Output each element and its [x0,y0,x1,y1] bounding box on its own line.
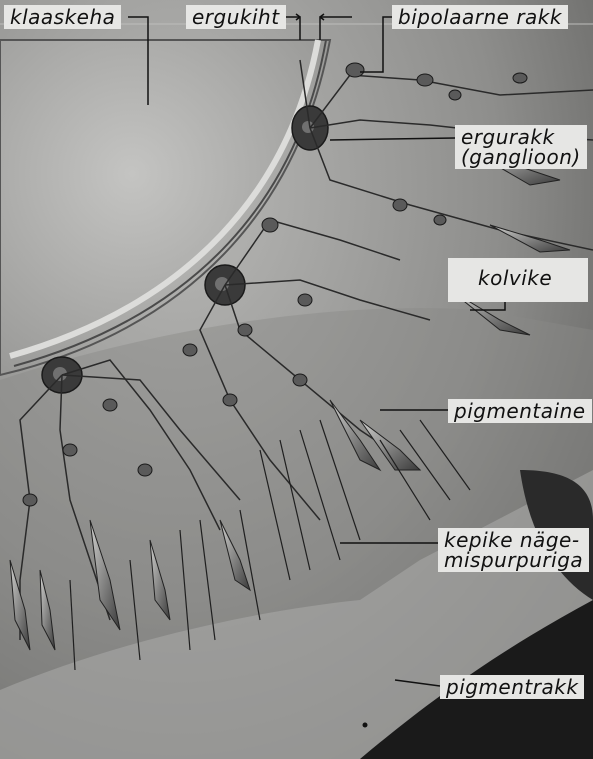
label-ergurakk-box: ergurakk (ganglioon) [455,125,587,169]
label-nagemispurpur: mispurpuriga [444,550,583,570]
label-ergukiht: ergukiht [186,5,286,29]
label-kolvike: kolvike [478,268,552,288]
label-bipolaarne-rakk: bipolaarne rakk [392,5,568,29]
label-klaaskeha: klaaskeha [4,5,121,29]
label-pigmentaine: pigmentaine [448,399,592,423]
label-kolvike-box: kolvike [448,258,588,302]
label-kepike: kepike näge- [444,530,583,550]
label-kepike-box: kepike näge- mispurpuriga [438,528,589,572]
label-ganglioon: (ganglioon) [461,147,581,167]
label-ergurakk: ergurakk [461,127,581,147]
label-pigmentrakk: pigmentrakk [440,675,584,699]
